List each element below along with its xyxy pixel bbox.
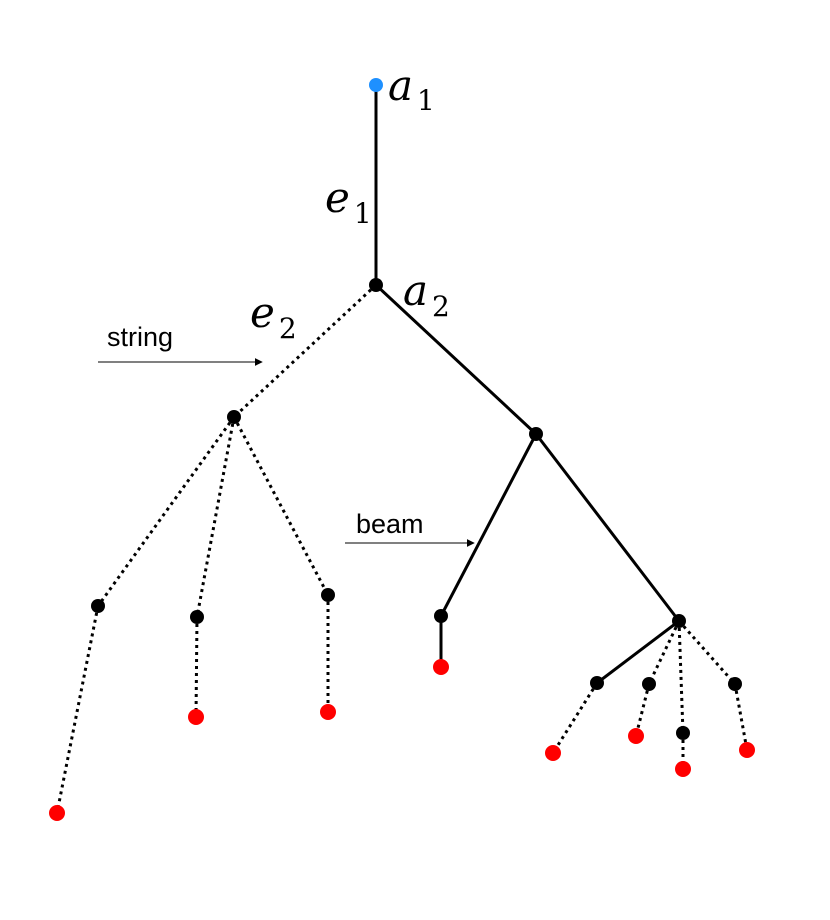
label-a2-main: a [403,266,428,315]
label-beam: beam [356,509,424,539]
leaf-node [49,805,65,821]
label-e2-main: e [250,288,275,337]
edge-a2-right-beam [374,283,538,436]
label-e2-sub: 2 [279,312,297,345]
edge-right-d-leaf-string [733,683,749,751]
leaf-node [433,659,449,675]
label-string: string [107,322,173,352]
edge-e2-string [232,283,378,419]
edge-right-b-leaf-string [634,683,651,737]
leaf-node [188,709,204,725]
node-right-sub-b [642,677,656,691]
label-a1-main: a [388,61,413,110]
edge-right-b-string [647,620,681,685]
node-a2 [369,278,383,292]
node-left-b [190,610,204,624]
arrows [98,358,475,547]
node-right-branch [529,427,543,441]
leaf-node [675,761,691,777]
edge-right-left-beam [439,433,538,617]
leaf-node [628,728,644,744]
edge-left-a-leaf-string [55,605,100,814]
root-node-a1 [369,78,383,92]
label-e1-main: e [325,173,350,222]
label-a1-sub: 1 [417,84,435,117]
edge-left-c-string [232,416,330,596]
node-right-left [434,609,448,623]
edge-right-d-string [677,620,737,685]
edge-left-b-leaf-string [194,616,199,718]
edge-left-b-string [195,416,236,618]
label-e1-sub: 1 [354,197,372,230]
node-right-sub-d [728,677,742,691]
leaf-node [545,745,561,761]
node-left-c [321,588,335,602]
nodes [49,78,755,821]
leaf-node [739,742,755,758]
edge-right-right-beam [534,433,681,622]
node-right-right [672,614,686,628]
leaf-node [320,704,336,720]
edges [55,85,749,814]
edge-right-sub-beam [596,619,680,685]
node-left-branch [227,410,241,424]
edge-sub-leaf-a-string [551,682,599,754]
node-right-sub-c [676,726,690,740]
node-right-sub-a [590,676,604,690]
edge-left-a-string [96,416,236,607]
label-a2-sub: 2 [432,290,450,323]
edge-right-c-string [677,620,685,734]
node-left-a [91,599,105,613]
